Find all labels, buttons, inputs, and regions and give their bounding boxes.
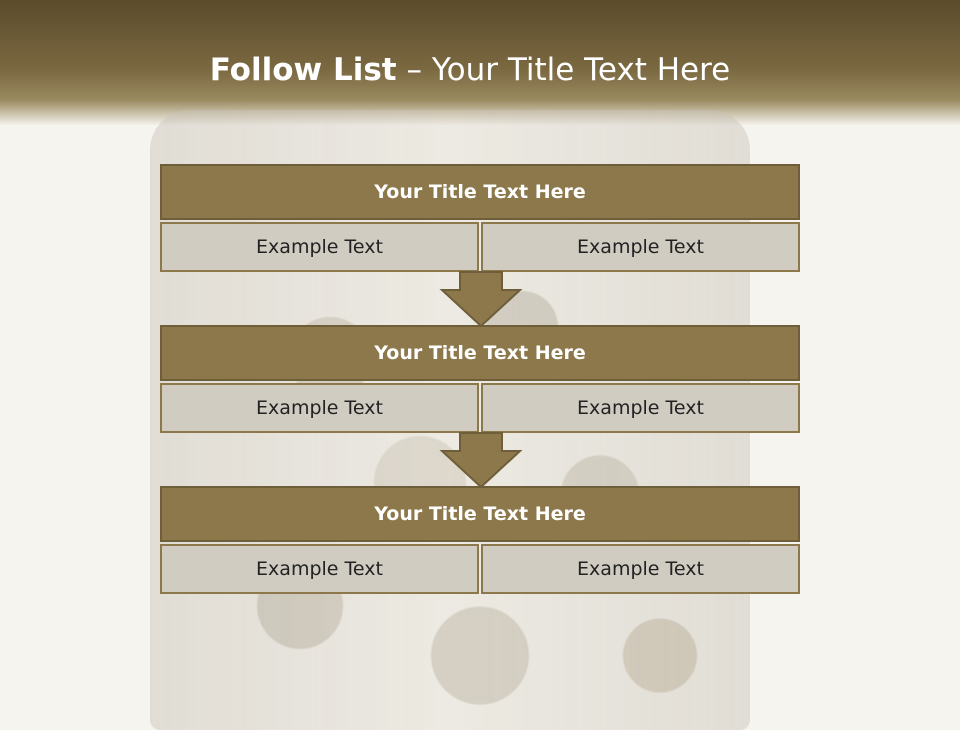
block-cell-right: Example Text xyxy=(481,383,800,433)
block-title: Your Title Text Here xyxy=(160,164,800,220)
slide-title: Follow List – Your Title Text Here xyxy=(0,52,940,88)
block-cell-left: Example Text xyxy=(160,222,479,272)
header-band xyxy=(0,0,960,125)
down-arrow-icon xyxy=(439,271,523,328)
block-cell-left: Example Text xyxy=(160,544,479,594)
block-title: Your Title Text Here xyxy=(160,486,800,542)
slide-title-bold: Follow List xyxy=(209,52,397,88)
slide-title-rest: – Your Title Text Here xyxy=(396,52,731,88)
list-block-3: Your Title Text Here Example Text Exampl… xyxy=(160,486,800,594)
down-arrow-icon xyxy=(439,432,523,489)
list-block-2: Your Title Text Here Example Text Exampl… xyxy=(160,325,800,433)
block-title: Your Title Text Here xyxy=(160,325,800,381)
block-row: Example Text Example Text xyxy=(160,544,800,594)
block-row: Example Text Example Text xyxy=(160,383,800,433)
block-cell-right: Example Text xyxy=(481,222,800,272)
list-block-1: Your Title Text Here Example Text Exampl… xyxy=(160,164,800,272)
block-row: Example Text Example Text xyxy=(160,222,800,272)
block-cell-left: Example Text xyxy=(160,383,479,433)
block-cell-right: Example Text xyxy=(481,544,800,594)
